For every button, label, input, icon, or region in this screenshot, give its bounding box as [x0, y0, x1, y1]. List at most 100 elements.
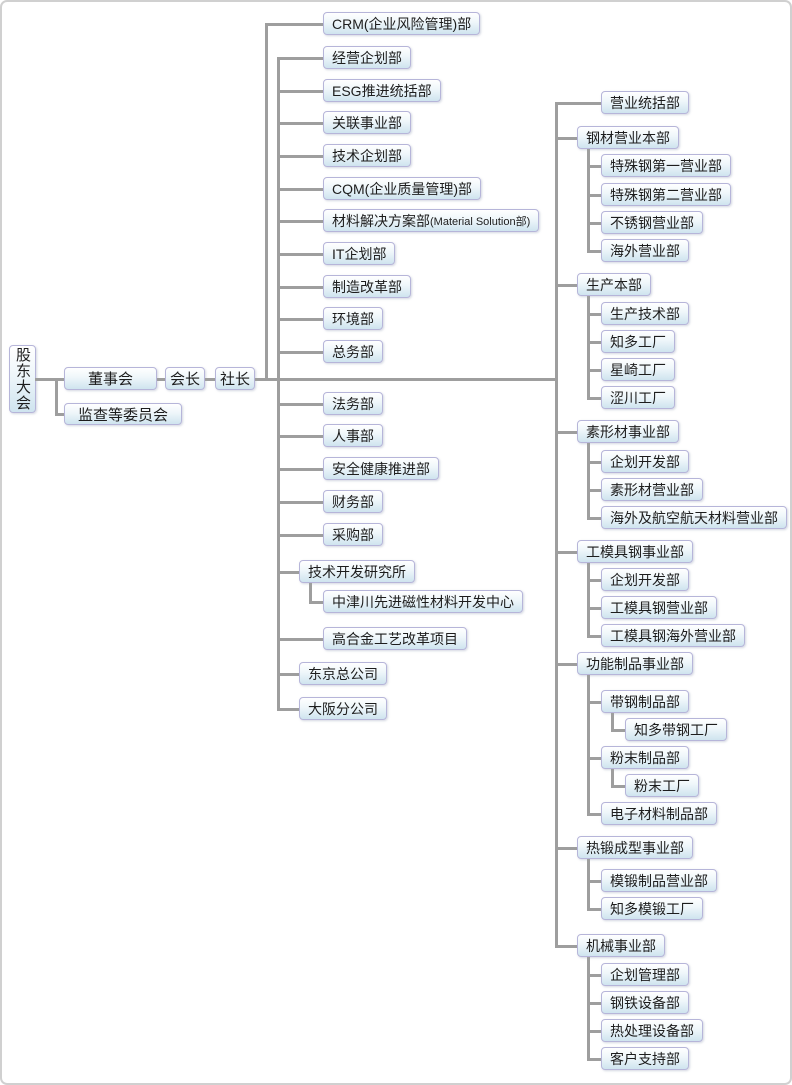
connector-line — [611, 768, 614, 788]
org-node-label: 工模具钢事业部 — [586, 543, 684, 560]
org-node-box: 不锈钢营业部 — [601, 211, 703, 234]
org-node-label: 客户支持部 — [610, 1050, 680, 1067]
org-node-label: 高合金工艺改革项目 — [332, 630, 458, 647]
org-node-box: 粉末制品部 — [601, 746, 689, 769]
org-node-box: 热处理设备部 — [601, 1019, 703, 1042]
org-node-label: 经营企划部 — [332, 49, 402, 66]
org-node-box: 工模具钢事业部 — [577, 540, 693, 563]
connector-line — [587, 956, 590, 1061]
org-node-box: 知多模锻工厂 — [601, 897, 703, 920]
connector-line — [255, 377, 555, 381]
org-node-label: 生产本部 — [586, 276, 642, 293]
org-node-box: 钢材营业本部 — [577, 126, 679, 149]
org-node-box: 粉末工厂 — [625, 774, 699, 797]
org-node-label: 企划管理部 — [610, 966, 680, 983]
connector-line — [587, 516, 601, 520]
org-node-label: 热锻成型事业部 — [586, 839, 684, 856]
connector-line — [587, 756, 601, 760]
org-node-label: 工模具钢海外营业部 — [610, 627, 736, 644]
org-node-box: 东京总公司 — [299, 662, 387, 685]
org-node-box: 工模具钢营业部 — [601, 596, 717, 619]
connector-line — [277, 285, 323, 289]
org-node-label: 带钢制品部 — [610, 693, 680, 710]
connector-line — [587, 368, 601, 372]
org-node-box: 企划管理部 — [601, 963, 689, 986]
chairman-label: 会长 — [170, 371, 201, 388]
connector-line — [587, 396, 601, 400]
org-node-box: 材料解决方案部(Material Solution部) — [323, 209, 540, 232]
org-node-box: 技术企划部 — [323, 144, 411, 167]
connector-line — [35, 377, 64, 381]
org-node-box: 海外及航空航天材料营业部 — [601, 506, 787, 529]
connector-line — [277, 434, 323, 438]
connector-line — [277, 154, 323, 158]
org-node-box: IT企划部 — [323, 242, 396, 265]
org-node-label: 技术开发研究所 — [308, 563, 406, 580]
org-node-label: 粉末工厂 — [634, 777, 690, 794]
connector-line — [277, 637, 323, 641]
org-node-label: 材料解决方案部 — [332, 212, 430, 229]
org-node-label: 素形材事业部 — [586, 423, 670, 440]
connector-line — [555, 430, 577, 434]
org-node-label: 粉末制品部 — [610, 749, 680, 766]
connector-line — [555, 101, 558, 948]
audit-committee-label: 监查等委员会 — [77, 406, 168, 424]
org-node-box: CQM(企业质量管理)部 — [323, 177, 481, 200]
org-node-box: 关联事业部 — [323, 111, 411, 134]
connector-line — [587, 193, 601, 197]
org-node-box: 技术开发研究所 — [299, 560, 415, 583]
org-node-label: 人事部 — [332, 427, 374, 444]
shareholders-meeting-label: 股东大会 — [14, 347, 31, 411]
board-of-directors-label: 董事会 — [87, 371, 133, 388]
connector-line — [555, 662, 577, 666]
connector-line — [587, 295, 590, 400]
connector-line — [587, 164, 601, 168]
connector-line — [55, 412, 64, 416]
org-node-label: 关联事业部 — [332, 114, 402, 131]
org-node-box: 大阪分公司 — [299, 697, 387, 720]
org-node-label: 知多带钢工厂 — [634, 721, 718, 738]
org-node-label: 机械事业部 — [586, 937, 656, 954]
connector-line — [55, 377, 58, 416]
org-node-label: 东京总公司 — [308, 665, 378, 682]
org-node-label: 电子材料制品部 — [610, 805, 708, 822]
connector-line — [555, 283, 577, 287]
org-node-box: 制造改革部 — [323, 275, 411, 298]
connector-line — [587, 442, 590, 520]
connector-line — [587, 249, 601, 253]
connector-line — [555, 101, 601, 105]
shareholders-meeting-box: 股东大会 — [9, 345, 36, 413]
connector-line — [277, 317, 323, 321]
org-node-label: 热处理设备部 — [610, 1022, 694, 1039]
org-node-label: 采购部 — [332, 526, 374, 543]
connector-line — [587, 1057, 601, 1061]
chairman-box: 会长 — [165, 367, 205, 390]
connector-line — [277, 672, 299, 676]
org-node-box: 海外营业部 — [601, 239, 689, 262]
connector-line — [555, 846, 577, 850]
connector-line — [205, 377, 215, 381]
connector-line — [277, 377, 280, 711]
connector-line — [277, 56, 280, 381]
connector-line — [587, 312, 601, 316]
connector-line — [277, 707, 299, 711]
org-node-label: 海外营业部 — [610, 242, 680, 259]
connector-line — [587, 340, 601, 344]
connector-line — [309, 600, 323, 604]
org-node-box: 中津川先进磁性材料开发中心 — [323, 590, 523, 613]
org-node-label: 特殊钢第一营业部 — [610, 157, 722, 174]
org-node-box: 生产技术部 — [601, 302, 689, 325]
org-node-box: 财务部 — [323, 490, 383, 513]
org-node-label: 工模具钢营业部 — [610, 599, 708, 616]
connector-line — [587, 700, 601, 704]
connector-line — [265, 22, 268, 381]
org-node-label: 知多工厂 — [610, 333, 666, 350]
connector-line — [277, 533, 323, 537]
connector-line — [587, 148, 590, 253]
org-node-box: 带钢制品部 — [601, 690, 689, 713]
org-node-label: 法务部 — [332, 395, 374, 412]
org-node-box: 法务部 — [323, 392, 383, 415]
connector-line — [587, 562, 590, 638]
org-node-label: 总务部 — [332, 343, 374, 360]
